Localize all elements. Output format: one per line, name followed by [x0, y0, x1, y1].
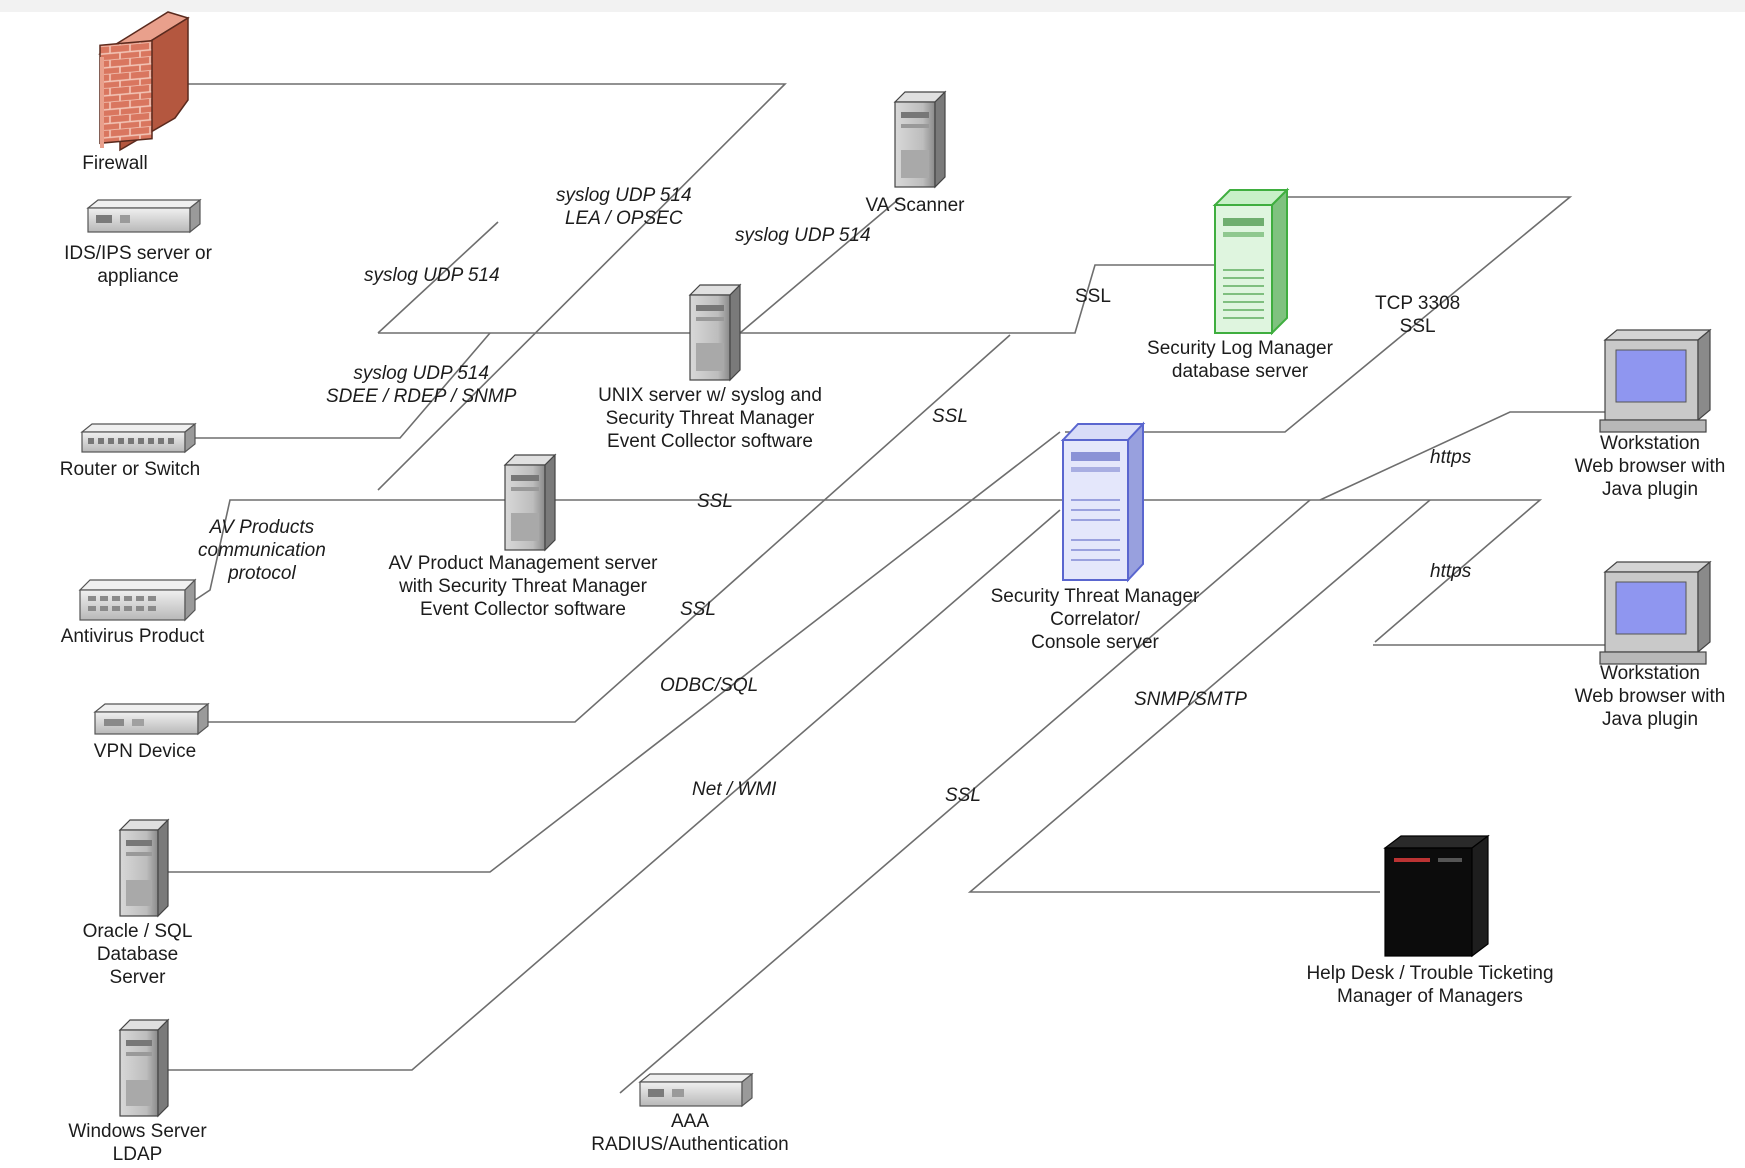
protocol-ssl-av-label: SSL	[697, 491, 733, 512]
protocol-tcp-label: TCP 3308 SSL	[1375, 293, 1461, 337]
ids-appliance-icon	[86, 198, 202, 234]
protocol-ids-label: syslog UDP 514	[364, 265, 500, 286]
unix-server-icon	[688, 283, 742, 382]
vpn-device-icon	[93, 702, 210, 736]
link-router	[193, 332, 491, 439]
link-ws1	[1319, 411, 1610, 501]
workstation-1-label: Workstation Web browser with Java plugin	[1574, 433, 1726, 500]
av-management-label: AV Product Management server with Securi…	[388, 553, 658, 620]
router-switch-icon	[80, 422, 197, 454]
protocol-snmp-label: SNMP/SMTP	[1134, 689, 1247, 710]
workstation-1-icon	[1599, 328, 1712, 433]
link-aaa	[619, 499, 1311, 1094]
router-label: Router or Switch	[59, 459, 201, 480]
va-scanner-label: VA Scanner	[865, 195, 965, 216]
top-band	[0, 0, 1745, 12]
workstation-2-icon	[1599, 560, 1712, 665]
protocol-va-label: syslog UDP 514	[735, 225, 871, 246]
protocol-ssl-mid-label: SSL	[932, 406, 968, 427]
oracle-server-icon	[118, 818, 170, 918]
aaa-appliance-icon	[638, 1072, 754, 1108]
security-threat-manager-label: Security Threat Manager Correlator/ Cons…	[990, 586, 1200, 653]
vpn-label: VPN Device	[93, 741, 197, 762]
security-threat-manager-server-icon	[1060, 421, 1146, 583]
helpdesk-label: Help Desk / Trouble Ticketing Manager of…	[1306, 963, 1554, 1007]
link-oracle	[168, 431, 1061, 873]
ids-label: IDS/IPS server or appliance	[64, 243, 212, 287]
link-av-horizontal	[545, 499, 1543, 643]
security-log-manager-server-icon	[1212, 187, 1290, 336]
antivirus-label: Antivirus Product	[60, 626, 205, 647]
protocol-av-label: AV Products communication protocol	[198, 517, 326, 584]
av-management-server-icon	[503, 453, 557, 552]
workstation-2-label: Workstation Web browser with Java plugin	[1574, 663, 1726, 730]
aaa-label: AAA RADIUS/Authentication	[591, 1111, 789, 1155]
va-scanner-icon	[893, 90, 947, 189]
link-helpdesk	[967, 499, 1431, 893]
security-log-manager-label: Security Log Manager database server	[1147, 338, 1333, 382]
unix-server-label: UNIX server w/ syslog and Security Threa…	[598, 385, 822, 452]
link-va-scanner	[739, 197, 901, 334]
antivirus-appliance-icon	[78, 578, 197, 622]
protocol-router-label: syslog UDP 514 SDEE / RDEP / SNMP	[326, 363, 517, 407]
protocol-odbc-label: ODBC/SQL	[660, 675, 759, 696]
windows-server-icon	[118, 1018, 170, 1118]
link-ids	[377, 221, 499, 334]
link-firewall	[170, 83, 787, 491]
protocol-https-1-label: https	[1430, 447, 1472, 468]
firewall-label: Firewall	[82, 153, 148, 174]
helpdesk-server-icon	[1383, 834, 1490, 958]
link-av-product	[194, 499, 545, 601]
protocol-ssl-vpn-label: SSL	[680, 599, 716, 620]
protocol-netwmi-label: Net / WMI	[692, 779, 777, 800]
firewall-icon	[98, 11, 190, 152]
protocol-ssl-db-label: SSL	[1075, 286, 1111, 307]
protocol-firewall-label: syslog UDP 514 LEA / OPSEC	[556, 185, 692, 229]
link-windows	[168, 509, 1061, 1071]
windows-label: Windows Server LDAP	[68, 1121, 207, 1165]
protocol-https-2-label: https	[1430, 561, 1472, 582]
oracle-label: Oracle / SQL Database Server	[82, 921, 193, 988]
link-db-console	[1065, 196, 1573, 433]
link-vpn	[200, 334, 1011, 723]
protocol-ssl-aaa-label: SSL	[945, 785, 981, 806]
connection-lines	[168, 83, 1618, 1094]
